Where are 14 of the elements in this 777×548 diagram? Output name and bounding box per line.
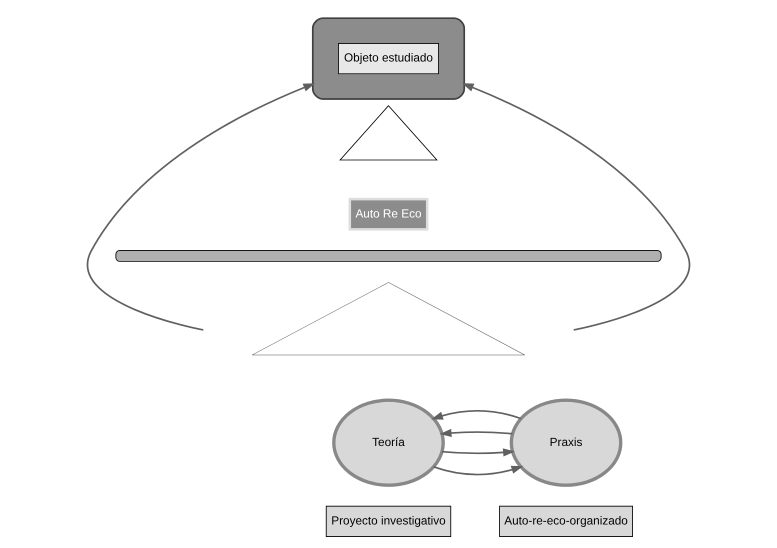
arrow [442, 448, 515, 457]
arrow [462, 83, 690, 331]
arrow [87, 83, 316, 331]
node-bar [115, 250, 662, 262]
arrow [431, 410, 522, 420]
cluster [312, 17, 466, 100]
node-box: Auto-re-eco-organizado [499, 506, 633, 537]
node-box: Objeto estudiado [338, 43, 439, 74]
node-triangle [252, 282, 526, 356]
arrow [440, 428, 512, 438]
node-box: Auto Re Eco [348, 198, 428, 231]
node-box: Proyecto investigativo [326, 506, 452, 537]
arrow [433, 466, 524, 476]
node-triangle [339, 105, 438, 160]
